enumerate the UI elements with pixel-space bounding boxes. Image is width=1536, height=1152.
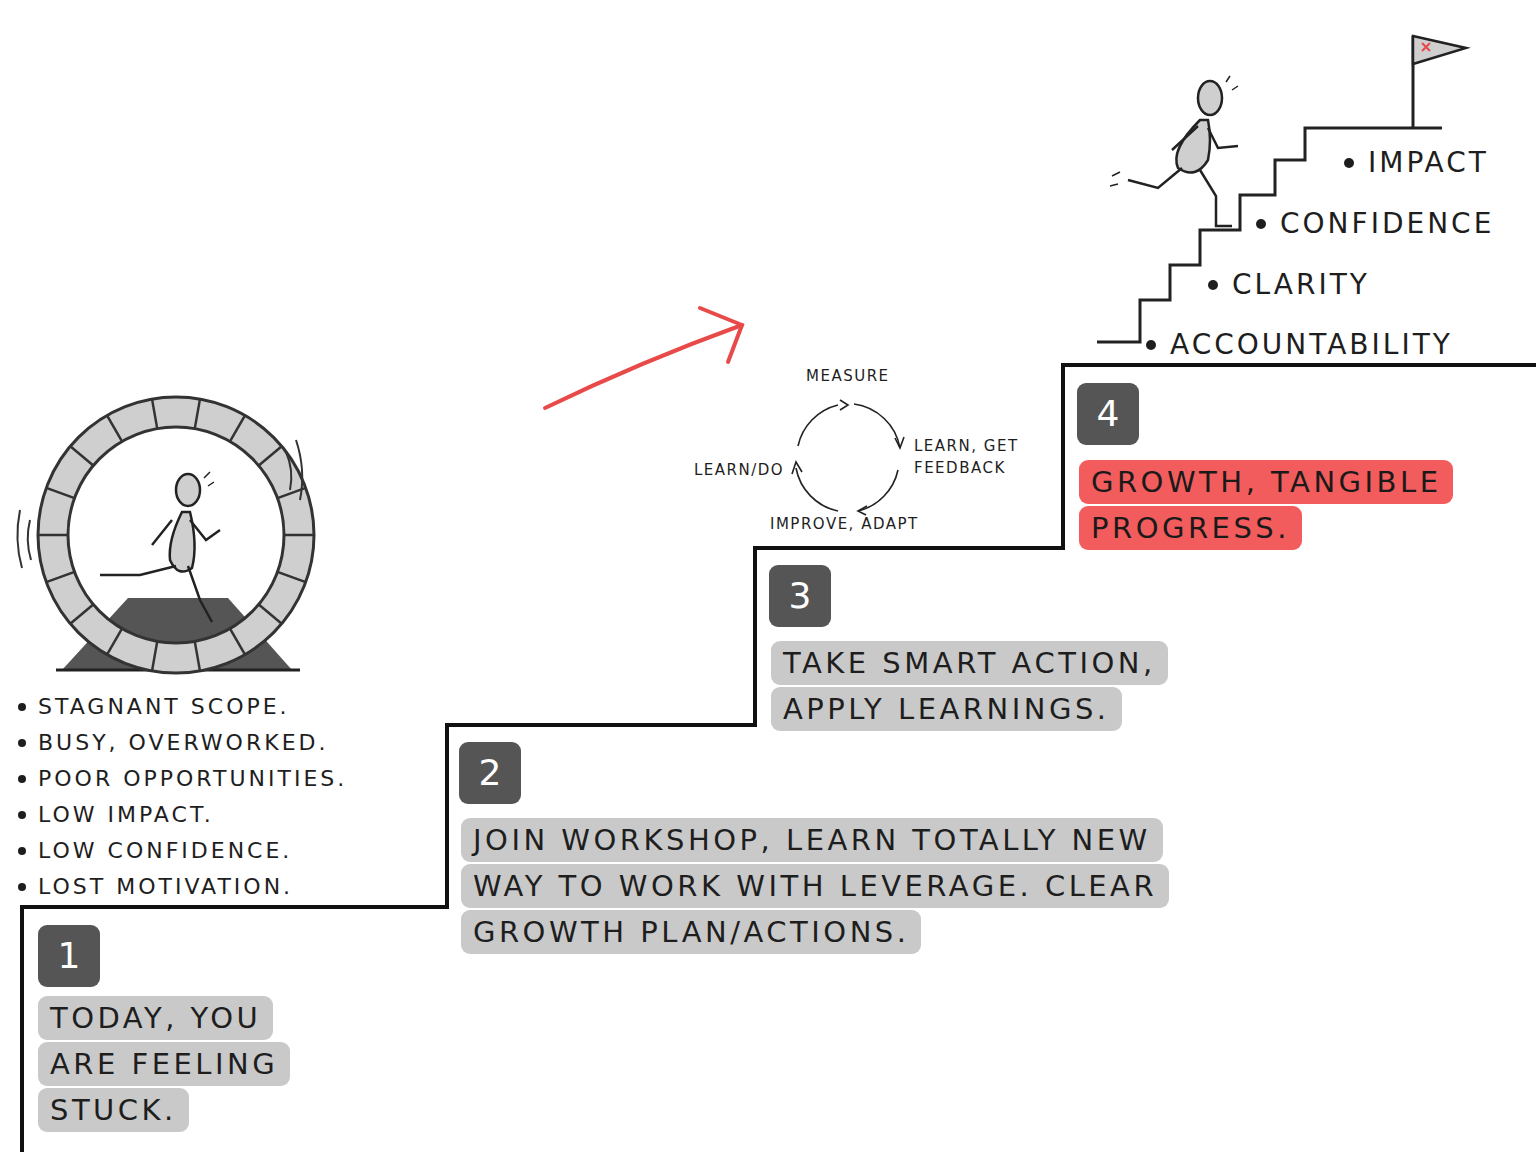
step-text: GROWTH, TANGIBLE PROGRESS. [1079,460,1453,550]
bullet-item: IMPACT [1340,143,1489,182]
bullet-item: BUSY, OVERWORKED. [16,728,328,759]
cycle-step-label: IMPROVE, ADAPT [770,514,919,535]
step-number-badge: 3 [769,565,831,627]
step-number: 3 [789,578,812,614]
flag [1413,36,1466,127]
staircase-line [22,365,1536,1152]
step-text: TODAY, YOU ARE FEELING STUCK. [38,996,290,1132]
bullet-item: LOW CONFIDENCE. [16,836,292,867]
runner-figure [100,472,220,622]
bullet-item: STAGNANT SCOPE. [16,692,290,723]
progress-arrow [545,308,742,408]
cycle-step-label: MEASURE [806,366,890,387]
hamster-wheel [17,397,314,673]
step-number-badge: 1 [38,925,100,987]
step-number-badge: 2 [459,742,521,804]
step-number: 2 [479,755,502,791]
step-text-box: TAKE SMART ACTION, APPLY LEARNINGS. [771,640,1241,732]
cycle-step-label: LEARN/DO [694,460,784,481]
step-text-box: JOIN WORKSHOP, LEARN TOTALLY NEW WAY TO … [461,817,1231,955]
step-text: TAKE SMART ACTION, APPLY LEARNINGS. [771,641,1168,731]
bullet-item: CLARITY [1204,265,1370,304]
bullet-item: LOW IMPACT. [16,800,214,831]
step-text: JOIN WORKSHOP, LEARN TOTALLY NEW WAY TO … [461,818,1169,954]
cycle-step-label: LEARN, GET FEEDBACK [914,436,1034,480]
bullet-item: POOR OPPORTUNITIES. [16,764,347,795]
bullet-item: ACCOUNTABILITY [1142,325,1453,364]
cycle-diagram [792,400,904,515]
step-number: 4 [1097,396,1120,432]
step-text-box: TODAY, YOU ARE FEELING STUCK. [38,995,338,1133]
step-number: 1 [58,938,81,974]
bullet-item: LOST MOTIVATION. [16,872,293,903]
climber-figure [1110,76,1238,226]
bullet-item: CONFIDENCE [1252,204,1494,243]
step-text-box: GROWTH, TANGIBLE PROGRESS. [1079,459,1519,551]
step-number-badge: 4 [1077,383,1139,445]
